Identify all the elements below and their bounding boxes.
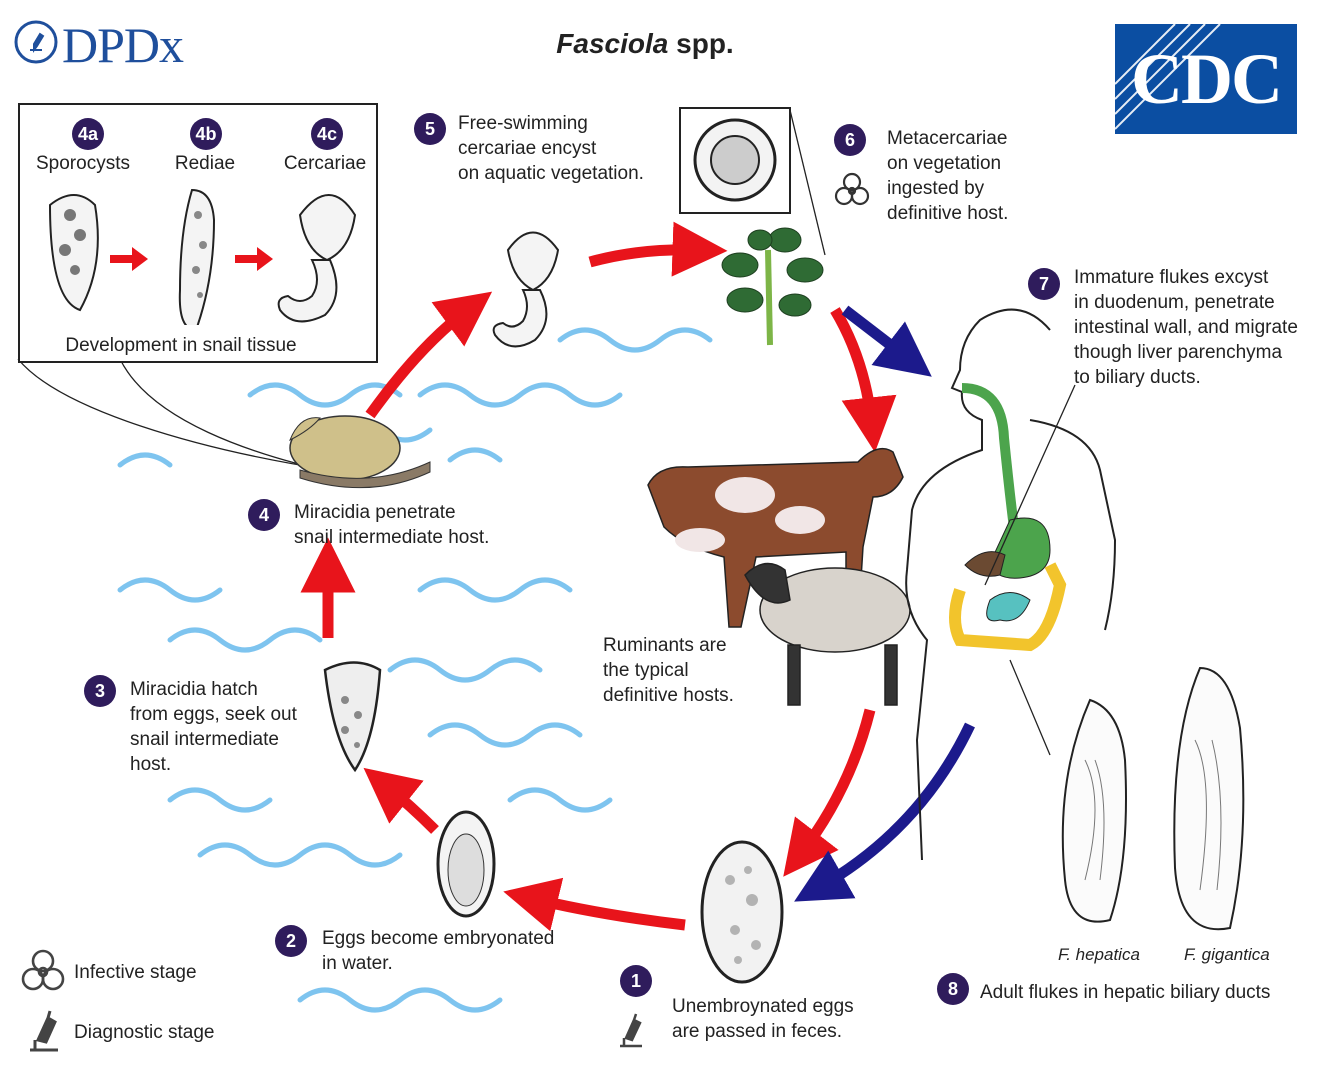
legend-diagnostic-label: Diagnostic stage: [74, 1022, 215, 1043]
step-7-line3: intestinal wall, and migrate: [1074, 317, 1298, 338]
stage-label-sporocysts: Sporocysts: [36, 153, 130, 174]
step-6-line4: definitive host.: [887, 203, 1009, 224]
step-2-badge: 2: [275, 925, 307, 957]
step-4-badge: 4: [248, 499, 280, 531]
step-6-line1: Metacercariae: [887, 128, 1008, 149]
step-5-line2: cercariae encyst: [458, 138, 597, 159]
title-genus: Fasciola: [556, 28, 669, 59]
unembryonated-egg: [700, 840, 784, 984]
species-label-gigantica: F. gigantica: [1184, 945, 1270, 964]
step-2-text: Eggs become embryonated in water.: [322, 926, 592, 976]
snail-box-caption: Development in snail tissue: [65, 335, 297, 356]
microscope-icon: [620, 1013, 642, 1048]
embryonated-egg: [436, 810, 496, 918]
cercaria: [492, 231, 560, 348]
red-arrows: [300, 221, 897, 932]
arrow-4-to-5: [365, 291, 493, 419]
cdc-logo: CDC: [1115, 24, 1297, 134]
vegetation: [721, 227, 824, 346]
human-outline: [905, 308, 1117, 861]
step-1-line2: are passed in feces.: [672, 1021, 843, 1042]
arrow-5-to-6: [588, 221, 728, 277]
arrow-6-to-ruminants: [830, 307, 897, 453]
snail-illustration: [289, 415, 431, 489]
blue-arrows: [794, 305, 975, 902]
step-4-line2: snail intermediate host.: [294, 527, 490, 548]
step-4-line1: Miracidia penetrate: [294, 502, 456, 523]
step-7-badge: 7: [1028, 268, 1060, 300]
adult-fluke-gigantica: [1173, 666, 1245, 931]
biohazard-icon: [21, 949, 65, 991]
snail-stage-drawings: [48, 188, 357, 325]
step-3-line2: from eggs, seek out: [130, 704, 297, 725]
ruminants-line1: Ruminants are: [603, 635, 727, 656]
arrow-ruminants-to-1: [783, 708, 876, 877]
species-label-hepatica: F. hepatica: [1058, 945, 1140, 964]
step-1-text: Unembroynated eggs are passed in feces.: [672, 994, 902, 1044]
step-7-line1: Immature flukes excyst: [1074, 267, 1269, 288]
sheep-illustration: [744, 562, 911, 706]
step-6-text: Metacercariae on vegetation ingested by …: [887, 126, 1087, 226]
step-3-line1: Miracidia hatch: [130, 679, 258, 700]
step-7-line4: though liver parenchyma: [1074, 342, 1283, 363]
arrow-4b-to-4c: [235, 247, 273, 271]
water-waves: [117, 327, 713, 1013]
step-6-badge: 6: [834, 124, 866, 156]
step-5-line1: Free-swimming: [458, 113, 588, 134]
step-4c-badge: 4c: [311, 118, 343, 150]
step-6-line2: on vegetation: [887, 153, 1002, 174]
ruminants-line2: the typical: [603, 660, 689, 681]
arrow-1-to-2: [503, 877, 686, 932]
metacercaria-inset: [679, 107, 826, 256]
cdc-logo-stripes: [1115, 24, 1221, 130]
step-2-line1: Eggs become embryonated: [322, 928, 555, 949]
dpdx-logo: [14, 20, 58, 69]
arrow-6-to-human: [841, 305, 932, 377]
step-7-line5: to biliary ducts.: [1074, 367, 1201, 388]
sporocyst-drawing: [48, 194, 99, 312]
step-5-badge: 5: [414, 113, 446, 145]
step-3-line4: host.: [130, 754, 172, 775]
title-suffix: spp.: [668, 28, 734, 59]
arrow-human-to-1: [794, 722, 975, 902]
stage-label-cercariae: Cercariae: [283, 153, 367, 174]
stage-label-rediae: Rediae: [174, 153, 236, 174]
legend: Infective stage Diagnostic stage: [20, 946, 280, 1056]
redia-drawing: [178, 188, 216, 325]
step-3-badge: 3: [84, 675, 116, 707]
microscope-icon: [14, 20, 58, 64]
cow-illustration: [647, 447, 904, 628]
step-2-line2: in water.: [322, 953, 393, 974]
cdc-logo-text: CDC: [1131, 39, 1283, 119]
dpdx-logo-text: DPDx: [62, 17, 184, 73]
step-1-badge: 1: [620, 965, 652, 997]
step-7-line2: in duodenum, penetrate: [1074, 292, 1275, 313]
step-4a-badge: 4a: [72, 118, 104, 150]
step-5-text: Free-swimming cercariae encyst on aquati…: [458, 111, 688, 186]
cercaria-drawing: [277, 194, 357, 323]
arrow-2-to-3: [363, 767, 439, 834]
digestive-tract: [949, 383, 1067, 652]
step-6-line3: ingested by: [887, 178, 985, 199]
arrow-4a-to-4b: [110, 247, 148, 271]
adult-fluke-hepatica: [1061, 698, 1127, 923]
legend-infective-label: Infective stage: [74, 962, 197, 983]
microscope-icon: [30, 1010, 58, 1052]
step-1-line1: Unembroynated eggs: [672, 996, 854, 1017]
step-8-text: Adult flukes in hepatic biliary ducts: [980, 982, 1271, 1003]
ruminants-line3: definitive hosts.: [603, 685, 734, 706]
step-5-line3: on aquatic vegetation.: [458, 163, 644, 184]
step-7-text: Immature flukes excyst in duodenum, pene…: [1074, 265, 1329, 390]
miracidium: [323, 661, 382, 773]
step-3-text: Miracidia hatch from eggs, seek out snai…: [130, 677, 320, 777]
page-title: Fasciola spp.: [0, 28, 1290, 60]
ruminants-text: Ruminants are the typical definitive hos…: [603, 633, 793, 708]
snail-development-box: 4a 4b 4c Sporocysts Rediae Cercariae Dev…: [18, 103, 378, 363]
step-4b-badge: 4b: [190, 118, 222, 150]
step-3-line3: snail intermediate: [130, 729, 279, 750]
biohazard-icon: [834, 172, 870, 206]
step-4-text: Miracidia penetrate snail intermediate h…: [294, 500, 534, 550]
step-8-badge: 8: [937, 973, 969, 1005]
